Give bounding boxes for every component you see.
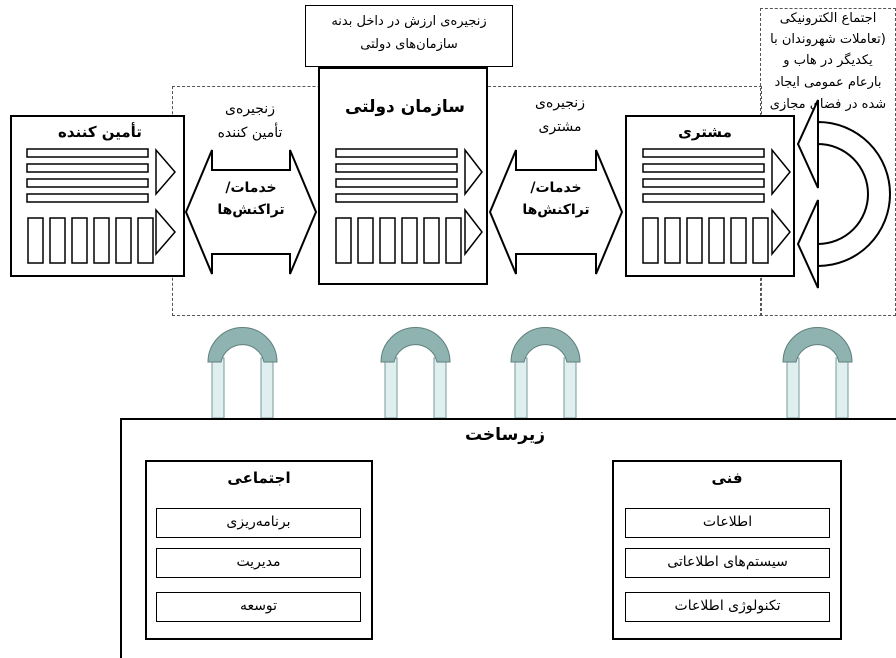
arch-4-icon — [782, 327, 853, 419]
customer-chevron-top — [771, 147, 791, 197]
technical-item-information: اطلاعات — [625, 508, 830, 538]
supplier-chevron-top — [155, 147, 176, 197]
arch-1-icon — [207, 327, 278, 419]
e-community-line2: (تعاملات شهروندان با — [770, 32, 886, 47]
customer-list-bars — [642, 148, 765, 203]
e-community-line4: بارعام عمومی ایجاد — [774, 75, 882, 90]
arrow-left-label-line2: تراکنش‌ها — [217, 202, 285, 218]
supplier-title: تأمین کننده — [58, 123, 142, 141]
value-chain-note-line2: سازمان‌های دولتی — [360, 37, 458, 52]
social-item-planning: برنامه‌ریزی — [156, 508, 361, 538]
value-chain-note-line1: زنجیره‌ی ارزش در داخل بدنه — [331, 14, 487, 29]
supply-chain-label-line1: زنجیره‌ی — [225, 101, 275, 117]
social-item-management: مدیریت — [156, 548, 361, 578]
e-community-line3: یکدیگر در هاب و — [783, 53, 873, 68]
customer-chevron-bottom — [771, 207, 791, 257]
supply-chain-label-line2: تأمین کننده — [217, 125, 283, 141]
cycle-arrow-icon — [817, 120, 891, 268]
supplier-list-bars — [26, 148, 149, 203]
double-arrow-right — [488, 149, 624, 275]
value-chain-note — [305, 5, 513, 67]
supplier-chevron-bottom — [155, 207, 176, 257]
government-title: سازمان دولتی — [344, 97, 466, 117]
government-columns — [335, 217, 462, 264]
double-arrow-left — [184, 149, 318, 275]
cycle-arrowhead-top-icon — [796, 99, 819, 189]
customer-chain-label-line2: مشتری — [538, 119, 582, 135]
e-community-line1: اجتماع الکترونیکی — [779, 11, 877, 26]
infrastructure-title: زیرساخت — [464, 425, 546, 445]
technical-item-information-systems: سیستم‌های اطلاعاتی — [625, 548, 830, 578]
government-chevron-top — [464, 147, 483, 197]
arrow-left-label-line1: خدمات/ — [225, 180, 277, 196]
e-community-line5: شده در فضای مجازی — [769, 97, 887, 112]
customer-columns — [642, 217, 769, 264]
cycle-arrowhead-bottom-icon — [796, 199, 819, 289]
technical-item-information-technology: تکنولوژی اطلاعات — [625, 592, 830, 622]
arch-2-icon — [380, 327, 451, 419]
social-title: اجتماعی — [227, 469, 291, 487]
government-chevron-bottom — [464, 207, 483, 257]
arrow-right-label-line1: خدمات/ — [530, 180, 582, 196]
arch-3-icon — [510, 327, 581, 419]
technical-title: فنی — [711, 469, 743, 487]
social-item-development: توسعه — [156, 592, 361, 622]
supplier-columns — [27, 217, 154, 264]
customer-title: مشتری — [678, 123, 732, 141]
arrow-right-label-line2: تراکنش‌ها — [522, 202, 590, 218]
customer-chain-label-line1: زنجیره‌ی — [535, 95, 585, 111]
government-list-bars — [335, 148, 458, 203]
